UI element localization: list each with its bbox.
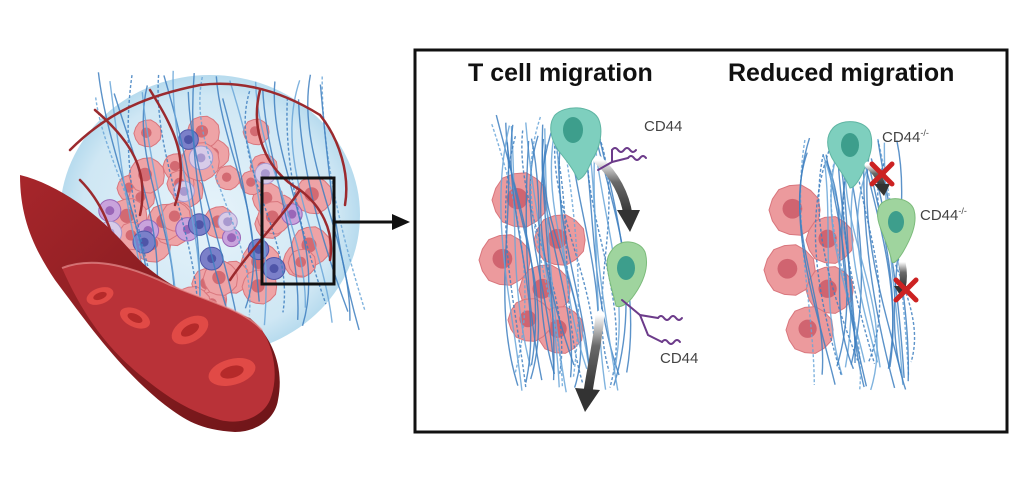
collagen-fiber	[830, 159, 862, 390]
tumor-cell	[768, 184, 821, 236]
collagen-fiber	[856, 162, 881, 368]
blocked-x-icon	[893, 277, 919, 303]
collagen-fiber	[854, 156, 881, 363]
collagen-fiber	[491, 123, 526, 376]
collagen-fiber	[199, 76, 251, 316]
collagen-fiber	[525, 122, 560, 388]
collagen-fiber	[866, 145, 902, 374]
immune-cell	[217, 211, 238, 232]
cd44-receptor	[597, 147, 647, 171]
collagen-fiber	[505, 122, 540, 380]
collagen-fiber	[588, 141, 607, 390]
collagen-fiber	[291, 80, 333, 323]
red-blood-cell	[86, 287, 114, 305]
collagen-fiber	[529, 135, 555, 374]
cd44-label-top: CD44	[644, 118, 683, 135]
red-blood-cell	[171, 315, 209, 345]
blocked-arrow-upper	[864, 161, 890, 196]
collagen-fiber	[544, 128, 567, 393]
collagen-fiber	[799, 152, 824, 375]
migration-arrow-lower	[575, 310, 605, 412]
collagen-fiber	[553, 135, 596, 383]
cd44-knockout-label-mid: CD44-/-	[920, 206, 967, 224]
zoom-box	[260, 176, 336, 286]
collagen-fiber	[215, 76, 255, 309]
collagen-fiber	[273, 81, 310, 327]
panel-title-left: T cell migration	[468, 59, 653, 87]
migration-arrow-upper	[593, 155, 640, 232]
collagen-fiber	[500, 125, 523, 391]
cd44-receptor	[621, 299, 683, 345]
collagen-fiber	[307, 74, 351, 321]
collagen-fiber	[510, 126, 532, 367]
t-cell-upper	[550, 107, 602, 181]
collagen-fiber	[504, 136, 527, 388]
collagen-fiber	[254, 81, 307, 308]
tumor-cell	[763, 244, 816, 296]
immune-cell	[262, 257, 286, 281]
cd44-knockout-label-top-base: CD44	[882, 129, 921, 146]
cd44-knockout-label-mid-sup: -/-	[958, 206, 967, 216]
collagen-fiber	[586, 125, 618, 388]
collagen-fiber	[539, 120, 575, 366]
blood-vessel	[20, 175, 280, 432]
t-cell-lower	[606, 241, 647, 308]
red-blood-cell	[208, 357, 256, 387]
t-cell-knockout-lower	[877, 198, 916, 263]
collagen-fiber	[192, 73, 232, 324]
collagen-fiber	[558, 131, 592, 392]
collagen-fiber	[893, 140, 907, 390]
red-blood-cell	[120, 307, 150, 329]
collagen-fiber	[521, 130, 563, 375]
collagen-fiber	[229, 80, 267, 326]
collagen-fiber	[510, 124, 532, 383]
collagen-fiber	[799, 139, 815, 386]
panel-title-right: Reduced migration	[728, 59, 955, 87]
collagen-fiber	[262, 88, 299, 320]
collagen-fiber	[814, 150, 842, 376]
cd44-knockout-label-top: CD44-/-	[882, 128, 929, 146]
t-cell-knockout-upper	[827, 121, 873, 189]
cd44-knockout-label-top-sup: -/-	[920, 128, 929, 138]
collagen-fiber	[525, 140, 543, 381]
collagen-fiber	[187, 91, 240, 330]
collagen-fiber	[818, 153, 859, 361]
tumor-cell	[128, 157, 165, 194]
collagen-fiber	[222, 98, 260, 302]
blocked-x-icon	[869, 161, 895, 187]
collagen-fiber	[141, 92, 178, 303]
tumor-cell	[785, 306, 834, 354]
zoom-arrow-icon	[334, 214, 410, 230]
tumor-cell	[215, 165, 241, 191]
collagen-fiber	[541, 138, 573, 378]
collagen-fiber	[172, 70, 201, 308]
collagen-fiber	[530, 138, 556, 375]
cd44-knockout-label-mid-base: CD44	[920, 207, 959, 224]
cd44-label-bottom: CD44	[660, 350, 699, 367]
tumor-cell	[287, 248, 317, 277]
